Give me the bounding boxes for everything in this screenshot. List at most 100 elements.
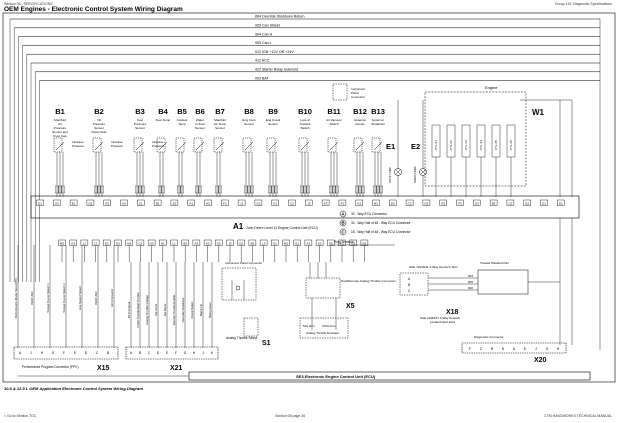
x15-pin: H (41, 351, 44, 355)
ecu-pin-bottom-label: K3 (71, 241, 75, 245)
sensor-id-B3: B3 (135, 107, 145, 116)
x15-pin: G (52, 351, 55, 355)
ecu-pin-bottom-label: F1 (340, 241, 344, 245)
ecu-pin-top-label: F2 (458, 201, 462, 205)
sensor-desc-B1: Sensor and (52, 130, 68, 134)
injector-label-2: CYL #2 (449, 140, 453, 150)
ring-terminal-label: Ring Terminal (334, 240, 354, 244)
x15-pin: C (96, 351, 99, 355)
sensor-desc-B12: External (354, 118, 366, 122)
sensor-desc-B7: Sensor (215, 126, 225, 130)
ecu-pin-bottom-label: A1 (307, 241, 311, 245)
ecu-pin-bottom-label: C1 (94, 241, 98, 245)
x20-pin: B (491, 347, 494, 351)
ecu-pin-top (489, 199, 498, 206)
wire-number-tag (58, 185, 62, 194)
x21-wire-label: PWM Throttle/Dual Throttle (136, 292, 140, 327)
x21-id: X21 (170, 365, 183, 372)
ecu-pin-bottom-label: E3 (105, 241, 109, 245)
engine-block (424, 91, 527, 187)
wire-number-tag (94, 185, 98, 194)
ecu-pin-top-label: D3 (391, 201, 395, 205)
wire-number-tag (180, 185, 184, 194)
ecu-pin-top-label: G3 (55, 201, 59, 205)
ecu-pin-bottom-label: D1 (116, 241, 120, 245)
sensor-desc-B2: Oil (97, 118, 101, 122)
x21-wire-label: Bump Down (208, 302, 212, 318)
sensor-arrow-B12 (355, 141, 365, 151)
sensor-id-B1: B1 (55, 107, 65, 116)
ecu-pin-top-label: C2 (290, 201, 294, 205)
throttle-select-switch (235, 285, 241, 291)
ecu-pin-bottom-label: L2 (83, 241, 87, 245)
x20-pin: E (524, 347, 527, 351)
ecu-pin-top (456, 199, 464, 206)
ecu-pin-top-label: C2 (508, 201, 512, 205)
lamp-note-E2: WARN LAMP (413, 166, 417, 183)
ecu-pin-top (422, 199, 431, 206)
x21-wire-label: Droop Select (190, 301, 194, 318)
twisted-pair-label: Twisted Shielded Pair (480, 261, 509, 265)
ecu-pin-top (254, 199, 263, 206)
sensor-desc-B11: Air Vacuum (326, 118, 342, 122)
sensor-id-B12: B12 (353, 107, 367, 116)
j1939-wire-number: 920 (468, 286, 473, 290)
emulator-resistor-1: 510 ohm (303, 324, 315, 328)
sensor-id-B10: B10 (298, 107, 312, 116)
sensor-id-B7: B7 (215, 107, 225, 116)
wire-number-tag (218, 185, 222, 194)
ecu-connector-label-B: 30 - Way Half of 48 - Way ECU Connector (351, 221, 411, 225)
ecu-pin-top-label: H3 (122, 201, 126, 205)
x15-wire-label: ECU Ground (110, 289, 114, 307)
ecu-pin-bottom-label: A2 (217, 241, 221, 245)
wire-number-tag (161, 185, 165, 194)
ecu-pin-top (473, 199, 481, 206)
sensor-note-B2: Pressure (111, 144, 123, 148)
x15-pin: E (74, 351, 77, 355)
x5-id: X5 (346, 303, 355, 310)
x15-pin: B (107, 351, 110, 355)
bus-label-412: 412 ACC (255, 59, 270, 63)
ecu-pin-top-label: B1 (156, 201, 160, 205)
ecu-pin-top (288, 199, 296, 206)
page-header-right: Group 110: Diagnostic Specifications (554, 2, 612, 6)
sensor-desc-B12: Derate (355, 122, 365, 126)
ecu-bottom-bar (188, 371, 591, 381)
sensor-id-B8: B8 (244, 107, 254, 116)
sensor-body-B2 (92, 137, 102, 153)
sensor-desc-B6: Sensor (195, 126, 205, 130)
ecu-pin-top-label: K2 (357, 201, 361, 205)
sensor-arrow-B11 (329, 141, 339, 151)
ecu-pin-top-label: J1 (240, 201, 244, 205)
sensor-desc-B13: Shutdown (371, 122, 385, 126)
ecu-pin-top-label: K1 (273, 201, 277, 205)
ecu-pin-top (305, 199, 313, 206)
wire-number-tag (158, 185, 162, 194)
wire-number-tag (198, 185, 202, 194)
ecu-pin-top-label: E3 (105, 201, 109, 205)
instrument-panel-lower-box (243, 317, 259, 337)
wire-number-tag (247, 185, 251, 194)
diagram-frame (2, 12, 616, 383)
wire-number-tag (332, 185, 336, 194)
sensor-desc-B11: Switch (329, 122, 338, 126)
ecu-pin-top (338, 199, 347, 206)
wire-number-tag (373, 185, 377, 194)
x20-pin: C (480, 347, 483, 351)
ecu-pin-top (36, 199, 44, 206)
ecu-pin-top-label: F2 (223, 201, 227, 205)
sensor-arrow-B13 (373, 141, 383, 151)
sensor-desc-B2: Pressure (93, 122, 106, 126)
sensor-id-B2: B2 (94, 107, 104, 116)
ecu-pin-bottom-label: F3 (329, 241, 333, 245)
lamp-note-E1: STOP LAMP (388, 167, 392, 183)
ecu-label: John Deere Level 11 Engine Control Unit … (246, 226, 318, 230)
instrument-panel-label: Panel (351, 91, 359, 95)
ecu-pin-top (53, 199, 61, 206)
footer-toc-link[interactable]: < Go to Section TOC (4, 414, 37, 418)
ecu-pin-bottom-label: D2 (239, 241, 243, 245)
sensor-desc-B7: Air Temp (214, 122, 226, 126)
j1939-label: SAE J1939/11 3-Way Deutsch Term (409, 265, 459, 269)
ecu-pin-top-label: G3 (475, 201, 479, 205)
